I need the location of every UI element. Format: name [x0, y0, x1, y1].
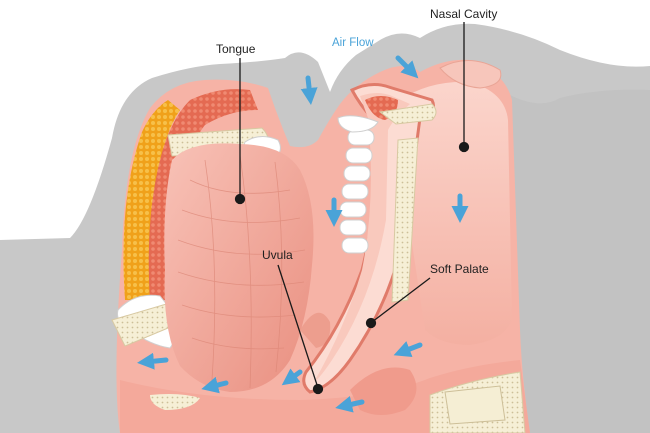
nasal-opening — [439, 59, 502, 89]
air-arrow — [137, 352, 169, 370]
head-silhouette-shade — [510, 89, 650, 433]
air-arrow — [281, 368, 303, 386]
epiglottis — [300, 312, 331, 348]
vertebrae — [339, 129, 375, 254]
uvula-pointer-dot — [312, 383, 324, 395]
fat-layer — [123, 100, 180, 300]
soft-palate-pointer — [371, 277, 431, 323]
upper-incisor — [337, 115, 379, 133]
vertebral-bone — [391, 137, 419, 303]
tongue-shape — [164, 143, 314, 392]
label-soft-palate: Soft Palate — [430, 262, 489, 276]
pharynx-floor — [120, 360, 530, 433]
air-arrow — [393, 341, 423, 358]
air-arrow — [395, 55, 419, 79]
air-arrow — [335, 395, 365, 413]
floor-bone — [150, 394, 200, 410]
tongue-pointer-dot — [234, 193, 246, 205]
tongue-muscle-fibers — [177, 154, 306, 389]
uvula-pointer — [277, 264, 319, 389]
soft-palate-inner — [314, 93, 410, 382]
label-pointers — [234, 22, 470, 395]
nasal-cavity-pointer-dot — [458, 141, 470, 153]
palate-bone — [378, 103, 437, 125]
label-nasal-cavity: Nasal Cavity — [430, 7, 498, 21]
pharynx-bump — [350, 367, 417, 415]
soft-palate-pointer-dot — [365, 317, 377, 329]
label-tongue: Tongue — [216, 42, 256, 56]
label-air-flow: Air Flow — [332, 37, 374, 49]
air-flow-arrows — [137, 55, 469, 413]
air-arrow — [201, 376, 229, 394]
label-uvula: Uvula — [262, 248, 293, 262]
air-arrow — [300, 75, 318, 105]
larynx-plate — [444, 385, 506, 425]
